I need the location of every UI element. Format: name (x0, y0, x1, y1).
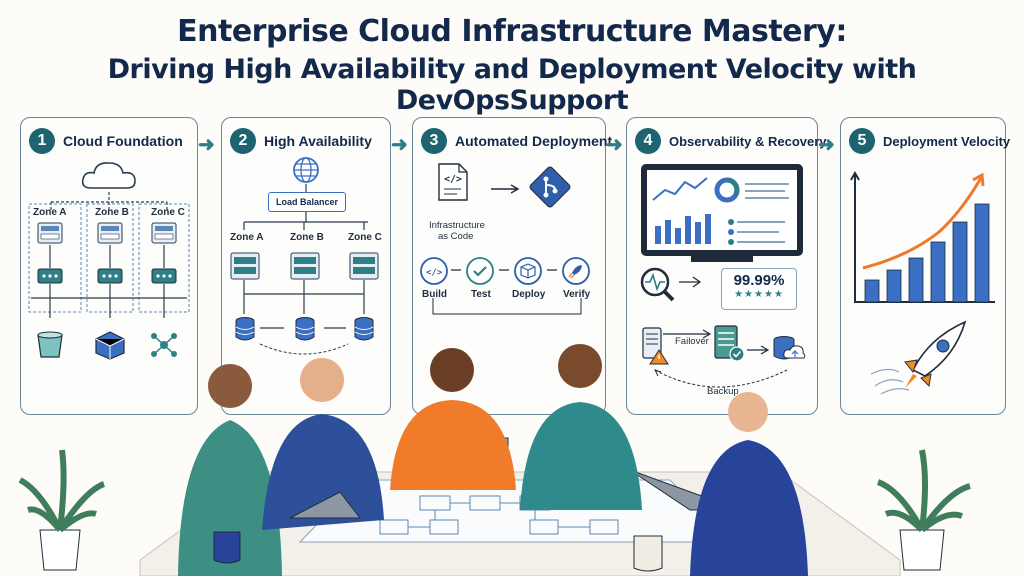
lb-connectors (243, 184, 368, 355)
flow-arrow-icon: ➜ (198, 134, 215, 156)
server-icon (37, 222, 63, 244)
database-icon (235, 317, 255, 341)
storage-bucket-icon (37, 331, 63, 358)
failover-label: Failover (675, 336, 709, 347)
step-verify-label: Verify (563, 289, 591, 300)
load-balancer-label: Load Balancer (275, 197, 339, 207)
page-title: Enterprise Cloud Infrastructure Mastery: (177, 14, 847, 49)
zone-b-label: Zone B (290, 232, 324, 243)
team-collaboration-illustration (18, 344, 971, 576)
verify-rocket-icon (562, 257, 590, 285)
uptime-card: 99.99% ★★★★★ (721, 268, 797, 310)
uptime-value: 99.99% (733, 272, 785, 289)
database-icon (354, 317, 374, 341)
plant-left (18, 449, 106, 571)
magnifier-pulse-icon (640, 267, 702, 302)
step-number-badge: 5 (849, 128, 875, 154)
panel-cloud-foundation: 1 Cloud Foundation Zone A Zone B Zone C (20, 117, 198, 415)
svg-text:</>: </> (426, 268, 443, 278)
globe-icon (293, 157, 319, 183)
plant-right (876, 449, 971, 571)
iac-label-line2: as Code (438, 231, 474, 242)
panel-deployment-velocity: 5 Deployment Velocity (840, 117, 1010, 415)
step-test-label: Test (471, 289, 491, 300)
zone-c-label: Zone C (348, 232, 382, 243)
panel-title: Automated Deployment (455, 133, 613, 149)
healthy-server-icon (714, 325, 745, 362)
pipeline-connectors (432, 269, 582, 315)
switch-icon (97, 268, 123, 284)
flow-arrow-icon: ➜ (818, 134, 835, 156)
server-icon (349, 252, 379, 280)
load-balancer-box: Load Balancer (268, 192, 346, 212)
panel-title: Cloud Foundation (63, 133, 183, 149)
network-graph-icon (151, 333, 177, 357)
step-number-badge: 1 (29, 128, 55, 154)
switch-icon (37, 268, 63, 284)
panel-title: High Availability (264, 133, 372, 149)
failed-server-icon (642, 327, 669, 365)
iac-label-line1: Infrastructure (429, 220, 485, 231)
svg-text:</>: </> (444, 174, 462, 185)
monitor-dashboard-icon (641, 164, 803, 262)
zone-a-label: Zone A (230, 232, 264, 243)
panel-title: Deployment Velocity (883, 133, 1011, 149)
deploy-box-icon (514, 257, 542, 285)
build-icon: </> (420, 257, 448, 285)
step-number-badge: 2 (230, 128, 256, 154)
page-subtitle: Driving High Availability and Deployment… (107, 54, 917, 116)
rocket-icon (870, 320, 967, 395)
rating-stars-icon: ★★★★★ (734, 289, 784, 300)
server-icon (290, 252, 320, 280)
database-cube-icon (95, 331, 125, 360)
zone-connectors (28, 192, 190, 318)
iac-arrow (491, 184, 520, 194)
server-icon (151, 222, 177, 244)
zone-a-label: Zone A (33, 207, 67, 218)
panel-title: Observability & Recovery (669, 133, 827, 149)
zone-c-label: Zone C (151, 207, 185, 218)
cloud-backup-icon (773, 336, 806, 360)
cloud-icon (81, 162, 136, 189)
code-file-icon: </> (438, 163, 468, 201)
flow-arrow-icon: ➜ (391, 134, 408, 156)
zone-b-label: Zone B (95, 207, 129, 218)
backup-label: Backup (707, 386, 739, 397)
server-icon (230, 252, 260, 280)
step-deploy-label: Deploy (512, 289, 546, 300)
step-number-badge: 3 (421, 128, 447, 154)
panel-observability-recovery: 4 Observability & Recovery 99.99% ★★★★★ … (626, 117, 827, 415)
step-build-label: Build (422, 289, 447, 300)
database-icon (295, 317, 315, 341)
flow-arrow-icon: ➜ (606, 134, 623, 156)
server-icon (97, 222, 123, 244)
git-icon (529, 166, 571, 208)
velocity-bar-chart (850, 170, 995, 303)
failover-flow (654, 329, 788, 388)
test-check-icon (466, 257, 494, 285)
step-number-badge: 4 (635, 128, 661, 154)
switch-icon (151, 268, 177, 284)
